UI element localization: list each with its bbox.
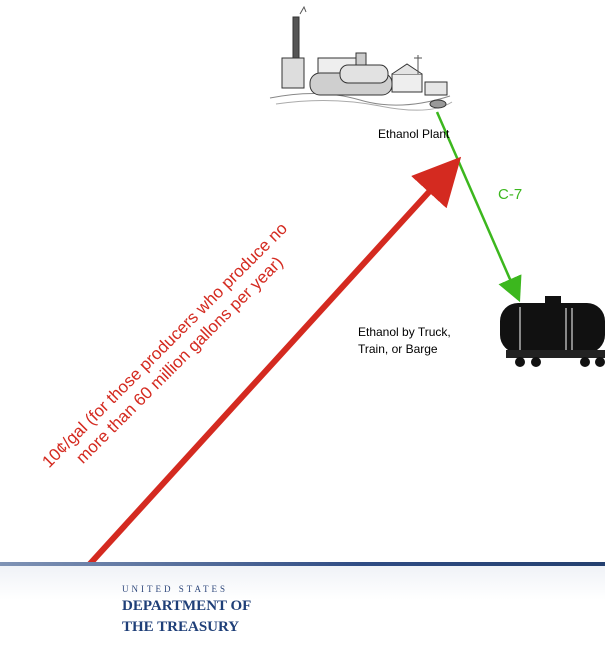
c7-arrow-label: C-7 [498, 186, 522, 203]
treasury-small-heading: UNITED STATES [122, 584, 228, 594]
footer-band [0, 562, 605, 657]
footer-rule [0, 562, 605, 566]
treasury-title-line2: THE TREASURY [122, 619, 239, 636]
ethanol-transport-label: Ethanol by Truck, Train, or Barge [358, 324, 498, 358]
treasury-title-line1: DEPARTMENT OF [122, 598, 251, 615]
ethanol-transport-label-line1: Ethanol by Truck, [358, 324, 498, 341]
ethanol-plant-label: Ethanol Plant [378, 127, 449, 141]
rail-tank-car-icon [500, 296, 605, 367]
factory-icon [270, 7, 452, 110]
ethanol-transport-label-line2: Train, or Barge [358, 341, 498, 358]
